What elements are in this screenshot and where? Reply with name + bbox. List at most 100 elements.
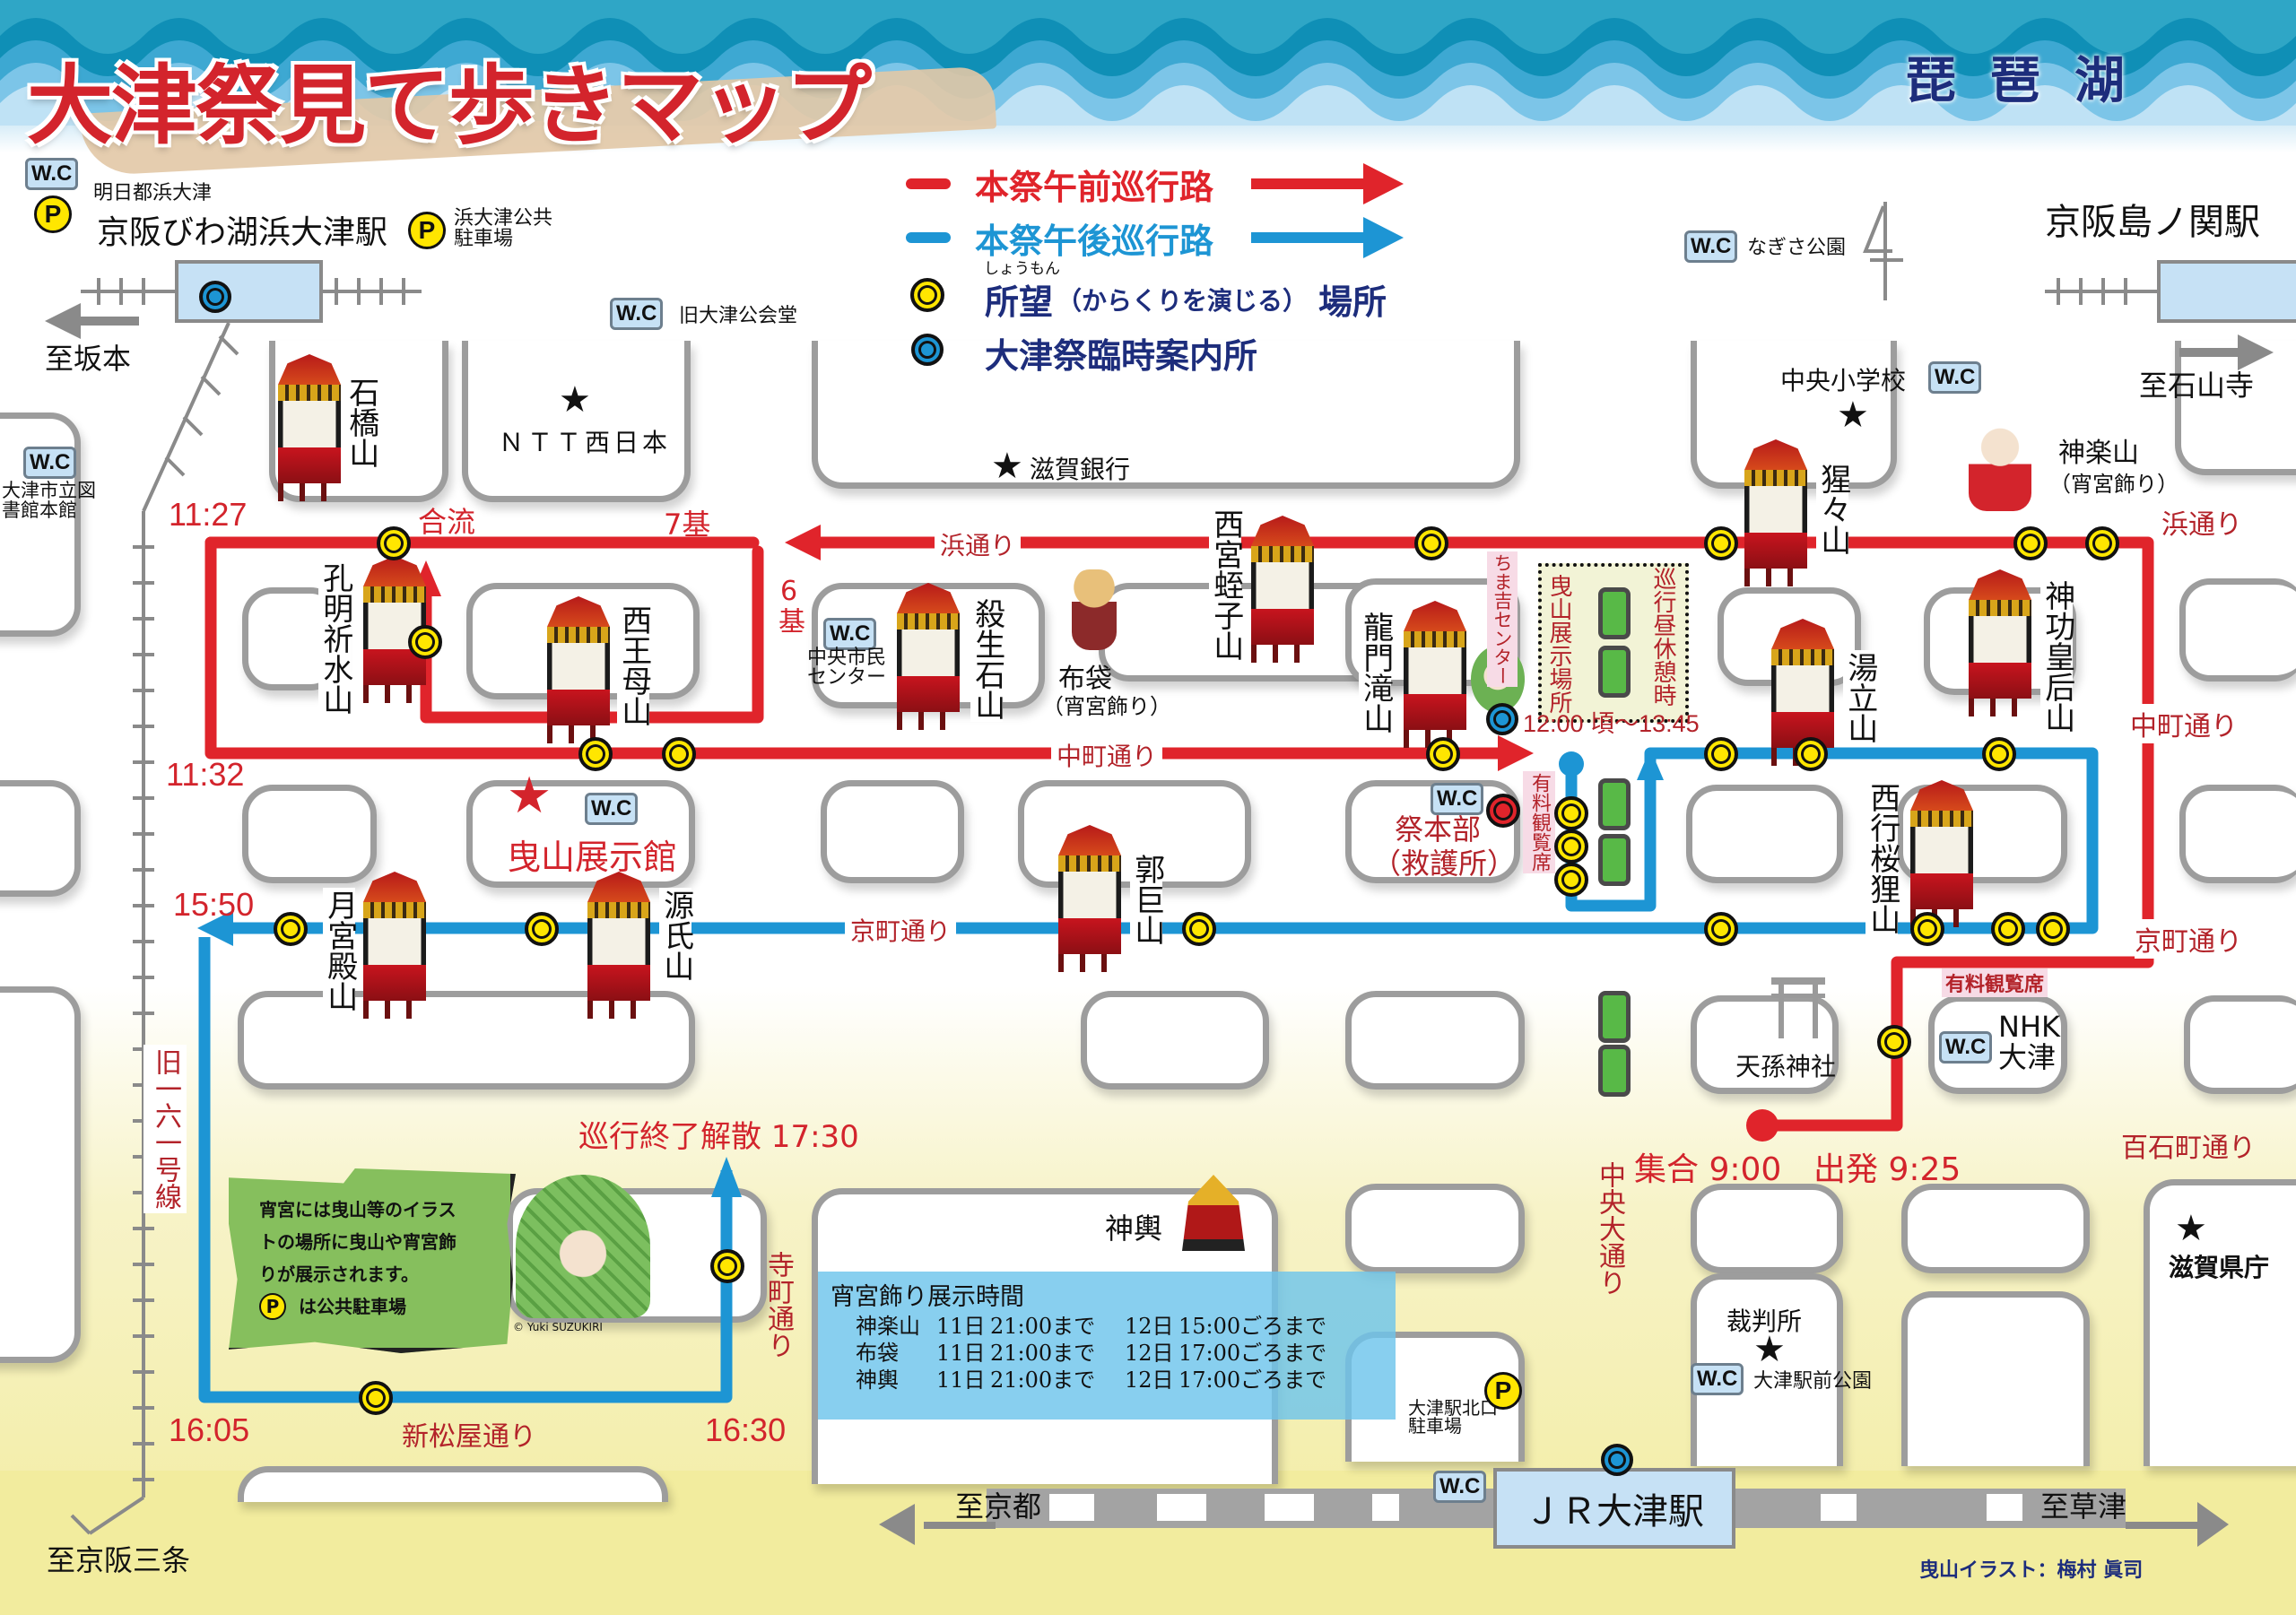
shomon-marker[interactable] [1182, 912, 1216, 946]
shomon-marker[interactable] [1414, 526, 1448, 560]
shomon-marker[interactable] [1704, 912, 1738, 946]
info-center-icon[interactable] [1601, 1444, 1633, 1476]
lake-name: 琵琶湖 [1906, 52, 2159, 110]
schedule-day: 12日 [1125, 1341, 1174, 1366]
shomon-marker[interactable] [377, 526, 411, 560]
route161-label: 旧一六一号線 [144, 1045, 187, 1213]
paid-seat-icon [1598, 646, 1631, 698]
float-illustration-icon[interactable] [1969, 569, 2031, 716]
schedule-day: 12日 [1125, 1368, 1174, 1393]
float-illustration-icon[interactable] [1910, 780, 1973, 927]
schedule-name: 神楽山 [856, 1314, 920, 1339]
float-illustration-icon[interactable] [1744, 439, 1807, 586]
shomon-marker[interactable] [408, 625, 442, 659]
float-label: 殺生石山 [969, 596, 1005, 722]
legend-shomon-main: 所望 [985, 282, 1054, 322]
hotei-illustration-icon[interactable] [1072, 569, 1117, 650]
star-icon: ★ [1753, 1329, 1786, 1370]
station-park-label: 大津駅前公園 [1753, 1370, 1873, 1393]
float-illustration-icon[interactable] [1251, 516, 1314, 663]
six-floats-label: 6基 [773, 576, 804, 634]
yuki-mascot-icon [516, 1175, 650, 1318]
block [2179, 578, 2296, 682]
hikiyama-hall-label[interactable]: 曳山展示館 [507, 838, 678, 877]
float-illustration-icon[interactable] [363, 872, 426, 1019]
float-label: 孔明祈水山 [317, 560, 353, 716]
shomon-marker[interactable] [1794, 737, 1828, 771]
shomon-marker[interactable] [359, 1381, 393, 1415]
paid-seat-icon [1598, 834, 1631, 886]
float-label: 源氏山 [657, 888, 694, 983]
shomon-marker[interactable] [1910, 912, 1944, 946]
direction-keihan-sanjo: 至京阪三条 [47, 1543, 191, 1577]
schedule-day: 11日 [936, 1368, 986, 1393]
shomon-marker[interactable] [1554, 829, 1588, 864]
schedule-day: 12日 [1125, 1314, 1174, 1339]
schedule-until: 17:00ごろまで [1178, 1341, 1327, 1366]
float-illustration-icon[interactable] [278, 354, 341, 501]
notice-line: りが展示されます。 [259, 1263, 419, 1285]
shomon-marker[interactable] [2036, 912, 2070, 946]
shomon-marker[interactable] [1982, 737, 2016, 771]
parking-icon: P [259, 1293, 286, 1320]
shomon-marker[interactable] [2013, 526, 2048, 560]
wc-icon: W.C [1431, 783, 1484, 815]
float-illustration-icon[interactable] [587, 872, 650, 1019]
paid-seats-label: 有料観覧席 [1942, 968, 2048, 997]
float-label: 石橋山 [343, 375, 379, 470]
info-center-icon[interactable] [1486, 703, 1518, 735]
notice-sign: 宵宮には曳山等のイラス トの場所に曳山や宵宮飾 りが展示されます。 P は公共駐… [229, 1168, 516, 1353]
shomon-marker[interactable] [1704, 526, 1738, 560]
block [462, 341, 691, 502]
shomon-marker[interactable] [1426, 737, 1460, 771]
shomon-marker[interactable] [274, 912, 308, 946]
schedule-row: 神輿 11日 21:00まで 12日 17:00ごろまで [831, 1367, 1396, 1394]
lunch-display-label: 曳山展示場所 [1545, 574, 1572, 714]
shomon-marker[interactable] [710, 1249, 744, 1283]
shomon-marker[interactable] [1991, 912, 2025, 946]
float-illustration-icon[interactable] [547, 596, 610, 743]
keihan-shimanoseki-station-box[interactable] [2157, 260, 2296, 323]
torii-icon [1771, 977, 1825, 1047]
red-star-icon: ★ [507, 767, 552, 825]
shomon-marker[interactable] [578, 737, 613, 771]
float-label: 西行桜狸山 [1864, 780, 1900, 936]
kagurayama-illustration-icon[interactable] [1969, 426, 2031, 511]
shomon-marker[interactable] [1877, 1025, 1911, 1059]
block-prefectural-office [2144, 1179, 2296, 1466]
legend-afternoon-swatch [906, 232, 951, 243]
block-hikiyama-hall [466, 780, 695, 888]
shiga-bank-label: 滋賀銀行 [1030, 455, 1131, 484]
old-public-hall-label: 旧大津公会堂 [679, 305, 798, 327]
notice-line: は公共駐車場 [299, 1296, 406, 1317]
block [1345, 1184, 1525, 1273]
shomon-marker[interactable] [1554, 796, 1588, 830]
festival-hq-label[interactable]: 祭本部 [1395, 812, 1482, 847]
block [238, 991, 695, 1090]
shomon-marker[interactable] [1554, 863, 1588, 897]
float-illustration-icon[interactable] [1404, 601, 1466, 748]
shomon-marker[interactable] [1704, 737, 1738, 771]
street-nakamachi-label: 中町通り [1051, 737, 1163, 773]
central-school-label: 中央小学校 [1780, 366, 1907, 395]
festival-hq-marker-icon[interactable] [1486, 794, 1520, 828]
paid-seat-icon [1598, 778, 1631, 830]
shomon-marker[interactable] [662, 737, 696, 771]
float-illustration-icon[interactable] [897, 583, 960, 730]
wc-icon: W.C [1684, 230, 1738, 263]
float-illustration-icon[interactable] [1058, 825, 1121, 972]
schedule-day: 11日 [936, 1341, 986, 1366]
shomon-marker[interactable] [525, 912, 559, 946]
block-tenson-shrine [1691, 995, 1839, 1094]
schedule-title: 宵宮飾り展示時間 [831, 1283, 1024, 1311]
info-center-icon[interactable] [199, 281, 231, 313]
parking-icon: P [408, 212, 446, 249]
keihan-hamaotsu-station-box[interactable] [175, 260, 323, 323]
citizen-center-label: 中央市民センター [807, 647, 887, 689]
wc-icon: W.C [1691, 1363, 1744, 1395]
shomon-marker[interactable] [2085, 526, 2119, 560]
jr-otsu-station[interactable]: ＪＲ大津駅 [1493, 1468, 1735, 1549]
direction-sakamoto: 至坂本 [45, 342, 132, 376]
schedule-until: 21:00まで [990, 1368, 1096, 1393]
street-hyakkokumachi-label: 百石町通り [2121, 1133, 2256, 1164]
